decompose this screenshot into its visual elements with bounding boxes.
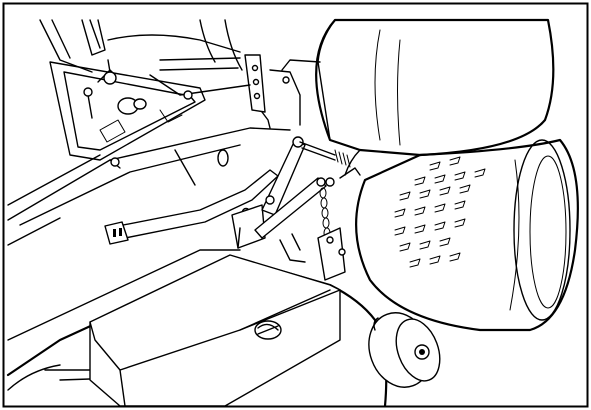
lift-arm-end <box>104 221 129 245</box>
frame-rails <box>7 127 291 246</box>
upright-brackets <box>244 54 321 129</box>
spring <box>334 149 351 168</box>
control-console <box>49 59 206 161</box>
choke-knob <box>103 71 117 85</box>
rear-fender <box>315 18 555 176</box>
bolt <box>110 157 120 167</box>
key-switch <box>83 87 93 97</box>
deck-hanger <box>317 227 346 281</box>
mount-bracket <box>231 204 266 249</box>
deck-cover <box>89 254 341 407</box>
rear-tire <box>355 138 579 332</box>
tire-tread <box>394 156 486 268</box>
console-switch <box>99 119 126 143</box>
deck-lift-linkage <box>104 136 361 281</box>
anti-scalp-wheel <box>368 312 441 388</box>
